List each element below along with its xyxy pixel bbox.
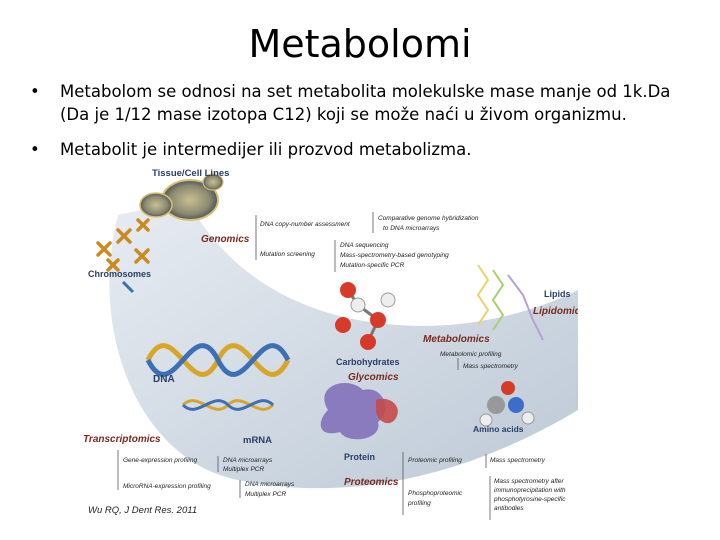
- proteomics-label: Proteomics: [344, 477, 399, 488]
- method-text: DNA microarrays: [223, 457, 273, 464]
- proteomics-methods: Proteomic profiling Mass spectrometry Ph…: [403, 452, 566, 520]
- slide-title: Metabolomi: [0, 22, 720, 66]
- bullet-item: • Metabolom se odnosi na set metabolita …: [30, 80, 700, 126]
- lipidomics-label: Lipidomics: [533, 306, 578, 317]
- genomics-label: Genomics: [201, 234, 250, 245]
- figure-citation: Wu RQ, J Dent Res. 2011: [88, 505, 197, 516]
- bullet-marker: •: [30, 138, 40, 161]
- method-text: phosphotyrosine-specific: [493, 496, 566, 503]
- method-text: DNA copy-number assessment: [260, 221, 351, 228]
- method-text: Metabolomic profiling: [440, 351, 502, 358]
- method-text: Proteomic profiling: [408, 457, 462, 464]
- omics-figure: Tissue/Cell Lines Chromosomes DNA mRNA P…: [78, 160, 578, 525]
- bullet-item: • Metabolit je intermedijer ili prozvod …: [30, 138, 700, 161]
- mrna-label: mRNA: [243, 435, 272, 446]
- method-text: to DNA microarrays: [383, 225, 440, 232]
- method-text: Multiplex PCR: [245, 491, 286, 498]
- method-text: immunoprecipitation with: [494, 487, 566, 494]
- lipids-label: Lipids: [544, 289, 571, 299]
- glycomics-label: Glycomics: [348, 372, 399, 383]
- method-text: Phosphoproteomic: [408, 490, 463, 497]
- method-text: Gene-expression profiling: [123, 457, 197, 464]
- method-text: profiling: [407, 500, 431, 507]
- amino-acids-label: Amino acids: [473, 424, 524, 434]
- method-text: Mass spectrometry: [490, 457, 546, 464]
- method-text: DNA microarrays: [245, 481, 295, 488]
- carbohydrates-label: Carbohydrates: [336, 357, 400, 367]
- method-text: Mutation screening: [260, 251, 315, 258]
- bullet-marker: •: [30, 80, 40, 103]
- dna-label: DNA: [153, 374, 175, 385]
- method-text: Multiplex PCR: [223, 466, 264, 473]
- tissue-icon: [140, 174, 223, 220]
- method-text: antibodies: [494, 505, 524, 512]
- method-text: Mass-spectrometry-based genotyping: [340, 252, 449, 259]
- method-text: Comparative genome hybridization: [378, 215, 479, 222]
- bullet-text: Metabolom se odnosi na set metabolita mo…: [60, 82, 670, 124]
- genomics-methods: DNA copy-number assessment Comparative g…: [256, 212, 479, 272]
- method-text: MicroRNA-expression profiling: [123, 483, 211, 490]
- method-text: Mass spectrometry after: [494, 478, 565, 485]
- tissue-label: Tissue/Cell Lines: [152, 168, 229, 179]
- chromosomes-label: Chromosomes: [88, 269, 151, 279]
- protein-label: Protein: [344, 452, 375, 462]
- method-text: Mass spectrometry: [463, 363, 519, 370]
- metabolomics-label: Metabolomics: [423, 334, 490, 345]
- bullet-text: Metabolit je intermedijer ili prozvod me…: [60, 140, 471, 159]
- method-text: DNA sequencing: [340, 242, 389, 249]
- transcriptomics-label: Transcriptomics: [83, 434, 161, 445]
- method-text: Mutation-specific PCR: [340, 262, 405, 269]
